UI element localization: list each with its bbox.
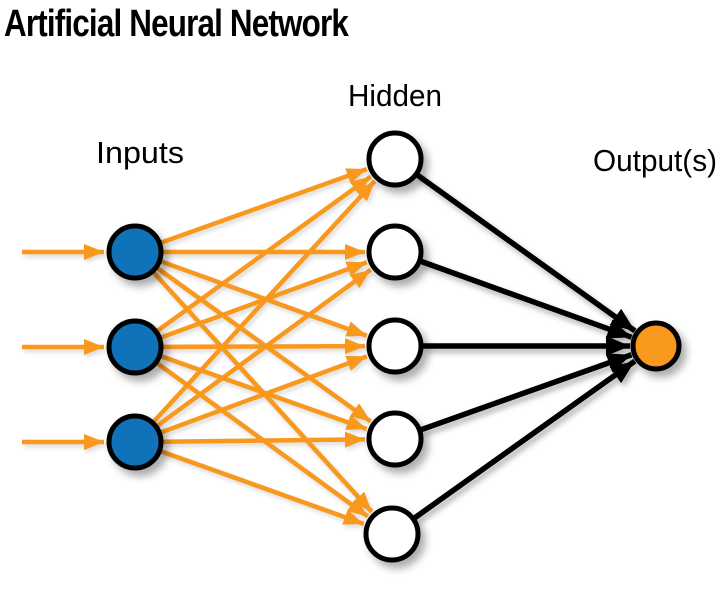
- input-hidden-edge: [151, 179, 377, 424]
- input-node: [106, 223, 164, 281]
- inputs-label: Inputs: [96, 135, 184, 170]
- input-hidden-edge: [155, 174, 373, 334]
- nodes-layer: [106, 130, 682, 563]
- hidden-node: [366, 317, 424, 375]
- hidden-node: [363, 505, 421, 563]
- input-connections: [22, 166, 377, 527]
- input-node: [106, 413, 164, 471]
- output-connections: [412, 172, 637, 521]
- figure-title: Artificial Neural Network: [4, 3, 350, 45]
- hidden-output-edge: [412, 358, 637, 521]
- hidden-node: [366, 410, 424, 468]
- input-hidden-edge: [161, 431, 366, 448]
- input-hidden-edge: [159, 166, 368, 246]
- input-hidden-edge: [159, 354, 368, 435]
- input-hidden-edge: [155, 267, 373, 428]
- hidden-node: [366, 130, 424, 188]
- input-hidden-edge: [159, 448, 365, 527]
- hidden-output-edge: [415, 172, 637, 334]
- hidden-node: [366, 223, 424, 281]
- outputs-label: Output(s): [593, 143, 717, 178]
- input-node: [106, 318, 164, 376]
- output-node: [630, 320, 682, 372]
- hidden-output-edge: [419, 258, 633, 340]
- hidden-label: Hidden: [348, 78, 442, 113]
- hidden-output-edge: [419, 352, 633, 433]
